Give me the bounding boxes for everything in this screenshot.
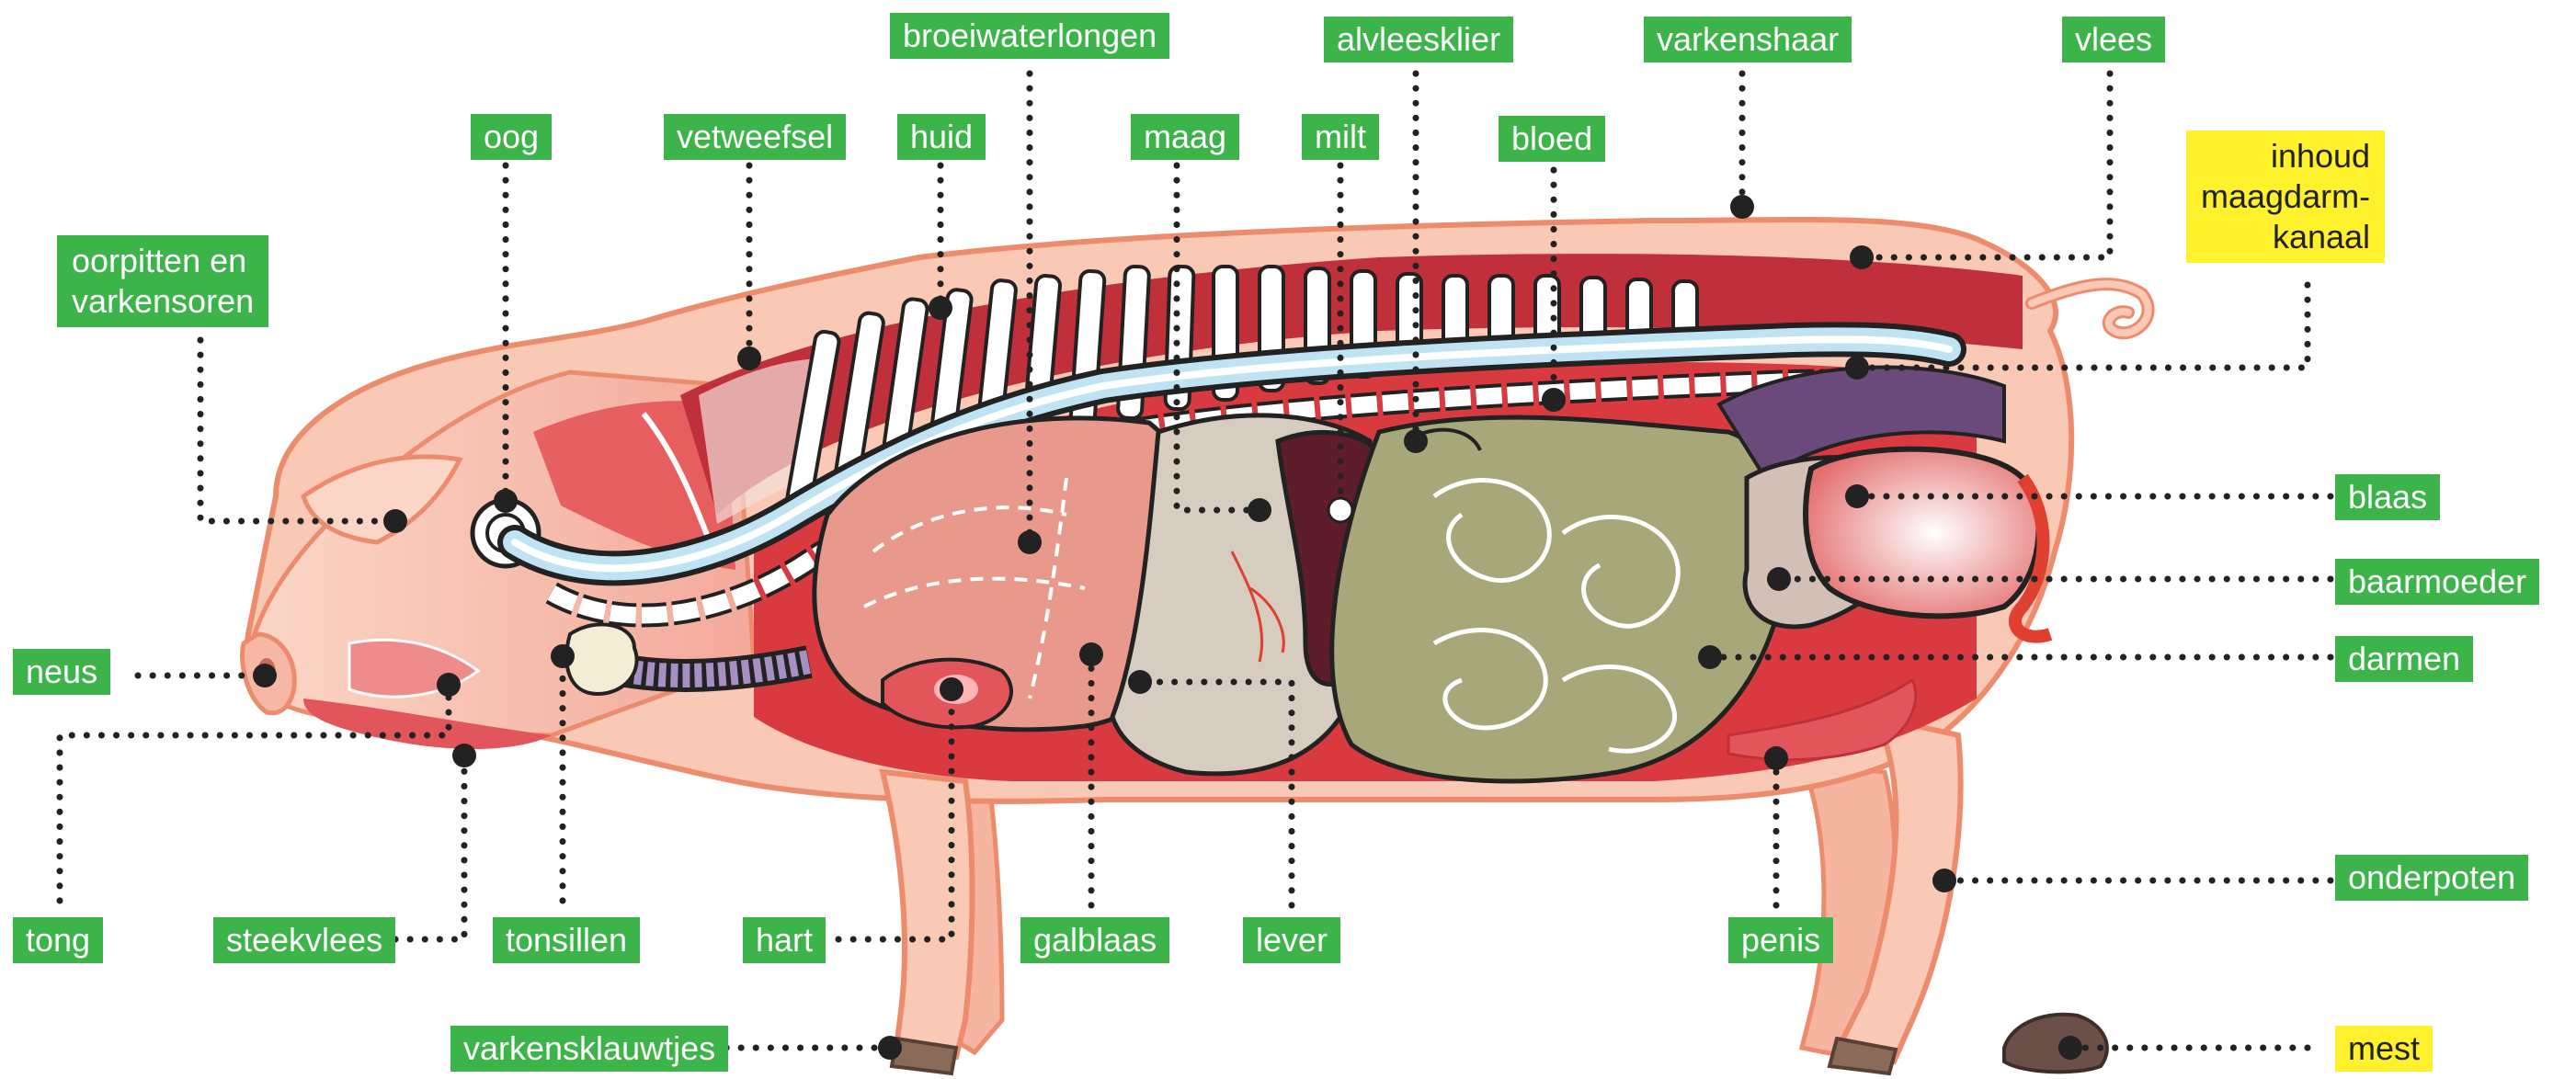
label-steekvlees: steekvlees (213, 917, 395, 963)
label-bloed: bloed (1499, 116, 1605, 162)
tonsil-shape (566, 624, 636, 694)
label-vlees: vlees (2062, 17, 2165, 62)
label-mest: mest (2335, 1026, 2433, 1072)
front-leg-near (883, 772, 973, 1073)
label-tonsillen: tonsillen (493, 917, 640, 963)
label-onderpoten: onderpoten (2335, 855, 2528, 901)
label-hart: hart (743, 917, 826, 963)
label-milt: milt (1302, 114, 1379, 160)
label-neus: neus (13, 649, 110, 695)
label-oorpitten-varkensoren: oorpitten en varkensoren (57, 235, 268, 327)
label-huid: huid (897, 114, 986, 160)
label-lever: lever (1243, 917, 1340, 963)
label-broeiwaterlongen: broeiwaterlongen (890, 13, 1169, 59)
label-varkenshaar: varkenshaar (1644, 17, 1852, 62)
label-baarmoeder: baarmoeder (2335, 559, 2539, 605)
label-penis: penis (1728, 917, 1833, 963)
label-tong: tong (13, 917, 103, 963)
label-alvleesklier: alvleesklier (1324, 17, 1513, 62)
label-inhoud-maagdarmkanaal: inhoud maagdarm- kanaal (2186, 131, 2385, 263)
label-darmen: darmen (2335, 636, 2473, 682)
label-oog: oog (471, 114, 552, 160)
label-galblaas: galblaas (1020, 917, 1169, 963)
dung-shape (2004, 1015, 2107, 1073)
label-blaas: blaas (2335, 474, 2440, 520)
label-maag: maag (1131, 114, 1239, 160)
label-vetweefsel: vetweefsel (664, 114, 846, 160)
label-varkensklauwtjes: varkensklauwtjes (450, 1026, 728, 1072)
